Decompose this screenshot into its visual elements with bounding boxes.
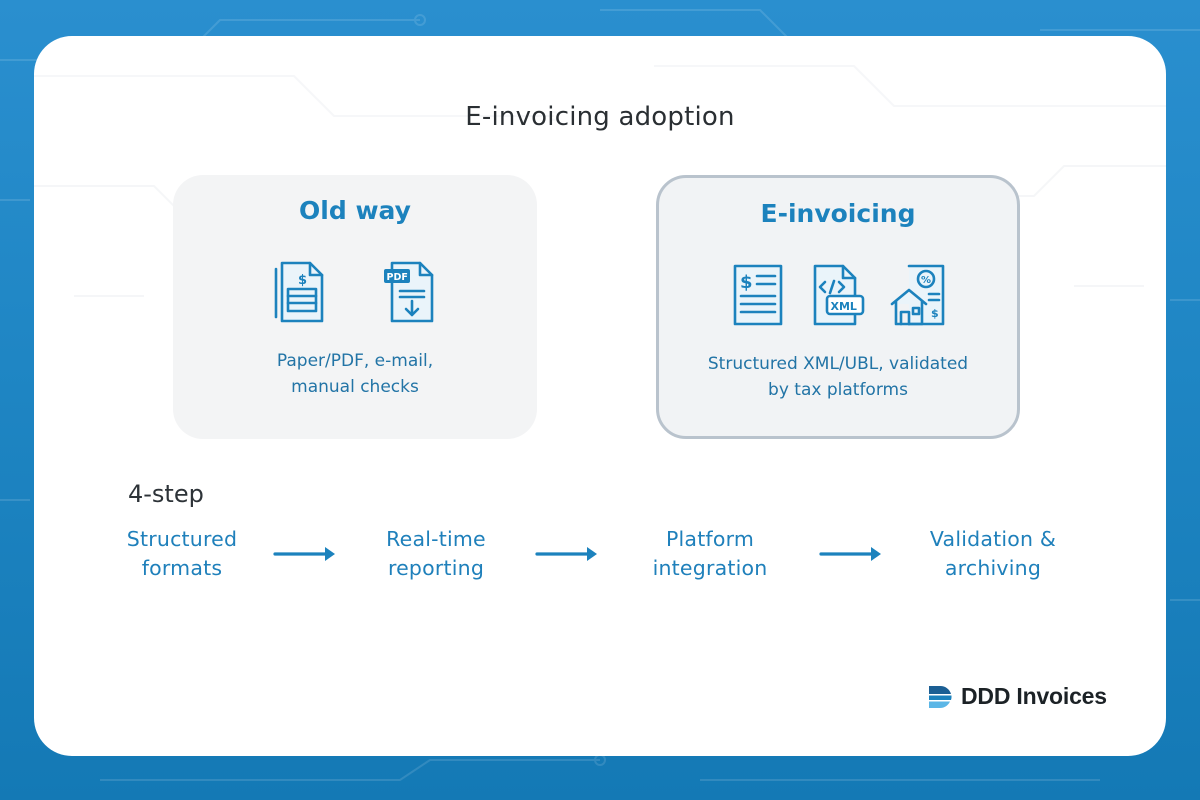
ddd-logo-icon — [929, 685, 952, 708]
svg-text:$: $ — [740, 272, 753, 293]
e-invoicing-heading: E-invoicing — [760, 199, 916, 228]
invoice-dollar-icon: $ — [272, 259, 330, 325]
step-3-line-1: Platform — [665, 527, 755, 551]
step-2-line-2: reporting — [387, 556, 485, 580]
old-way-icons: $ PDF — [173, 259, 537, 327]
old-way-heading: Old way — [299, 196, 411, 225]
arrow-right-icon — [273, 547, 335, 561]
old-way-description: Paper/PDF, e-mail, manual checks — [193, 348, 517, 400]
step-1-line-1: Structured — [126, 527, 238, 551]
e-invoicing-description-line-1: Structured XML/UBL, validated — [707, 354, 969, 374]
arrow-right-icon — [819, 547, 881, 561]
step-2-line-1: Real-time — [386, 527, 486, 551]
tax-house-icon: % $ — [889, 262, 947, 328]
invoice-document-icon: $ — [729, 262, 787, 328]
step-structured-formats: Structured formats — [112, 525, 252, 583]
svg-text:%: % — [921, 275, 931, 286]
old-way-description-line-1: Paper/PDF, e-mail, — [276, 351, 434, 371]
step-1-line-2: formats — [141, 556, 223, 580]
svg-text:XML: XML — [831, 300, 857, 313]
step-4-line-2: archiving — [944, 556, 1042, 580]
e-invoicing-description-line-2: by tax platforms — [768, 380, 908, 400]
step-validation-archiving: Validation & archiving — [908, 525, 1078, 583]
xml-file-icon: XML — [809, 262, 867, 328]
step-platform-integration: Platform integration — [635, 525, 785, 583]
old-way-panel: Old way $ PDF — [173, 175, 537, 439]
arrow-right-icon — [535, 547, 597, 561]
step-3-line-2: integration — [652, 556, 768, 580]
step-real-time-reporting: Real-time reporting — [366, 525, 506, 583]
svg-text:$: $ — [931, 307, 939, 320]
steps-label: 4-step — [128, 480, 204, 508]
diagram-title: E-invoicing adoption — [465, 102, 735, 132]
step-4-line-1: Validation & — [929, 527, 1057, 551]
brand-logo: DDD Invoices — [927, 683, 1107, 710]
brand-name: DDD Invoices — [961, 683, 1107, 709]
e-invoicing-icons: $ XML % — [659, 262, 1017, 330]
svg-text:$: $ — [298, 273, 307, 288]
e-invoicing-panel: E-invoicing $ XML — [656, 175, 1020, 439]
old-way-description-line-2: manual checks — [291, 377, 419, 397]
pdf-download-icon: PDF — [380, 259, 438, 325]
svg-text:PDF: PDF — [387, 272, 408, 283]
content-card: E-invoicing adoption Old way $ — [34, 36, 1166, 756]
e-invoicing-description: Structured XML/UBL, validated by tax pla… — [679, 351, 997, 403]
